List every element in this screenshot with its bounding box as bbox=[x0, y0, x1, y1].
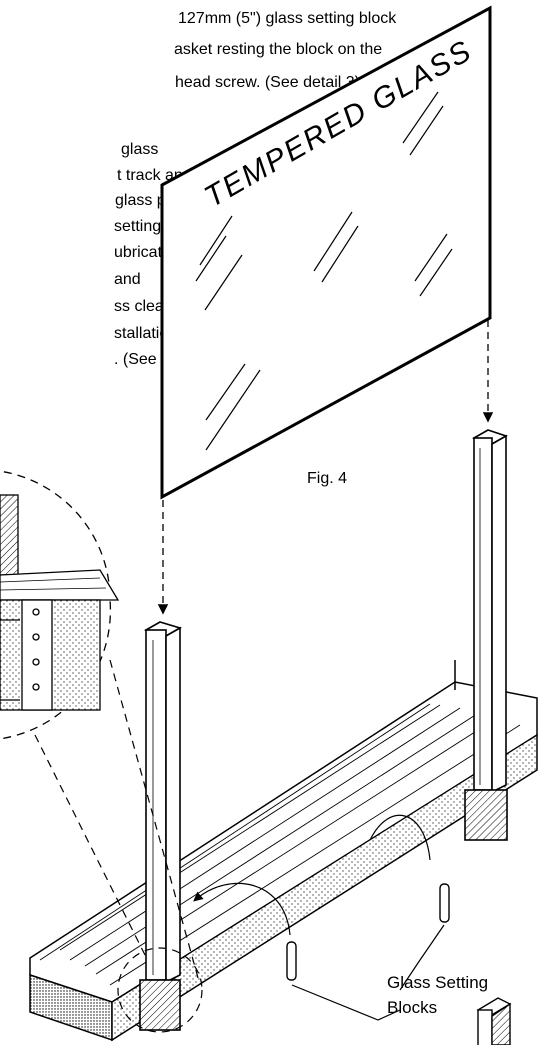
instruction-line-3: head screw. (See detail 3) bbox=[175, 74, 360, 91]
glass-setting-blocks bbox=[286, 883, 450, 981]
figure-label: Fig. 4 bbox=[307, 470, 348, 487]
detail-view-circle bbox=[0, 470, 120, 740]
alignment-arrows bbox=[157, 320, 494, 615]
right-post bbox=[464, 429, 508, 841]
setting-blocks-callout-line2: Blocks bbox=[387, 998, 438, 1017]
instruction-line-2: asket resting the block on the bbox=[174, 41, 383, 58]
instruction-line-1: 127mm (5") glass setting block bbox=[178, 10, 397, 27]
instruction-line-8: ubricate bbox=[114, 244, 171, 261]
instruction-line-4: glass bbox=[121, 141, 159, 158]
left-post bbox=[139, 621, 183, 1031]
tempered-glass-panel: TEMPERED GLASS bbox=[160, 5, 492, 500]
post-fragment bbox=[476, 997, 512, 1045]
instruction-line-9: and bbox=[114, 271, 141, 288]
setting-block-leader-lines bbox=[193, 814, 445, 1021]
detail-leader-lines bbox=[34, 659, 203, 1033]
setting-blocks-callout-line1: Glass Setting bbox=[387, 973, 489, 992]
